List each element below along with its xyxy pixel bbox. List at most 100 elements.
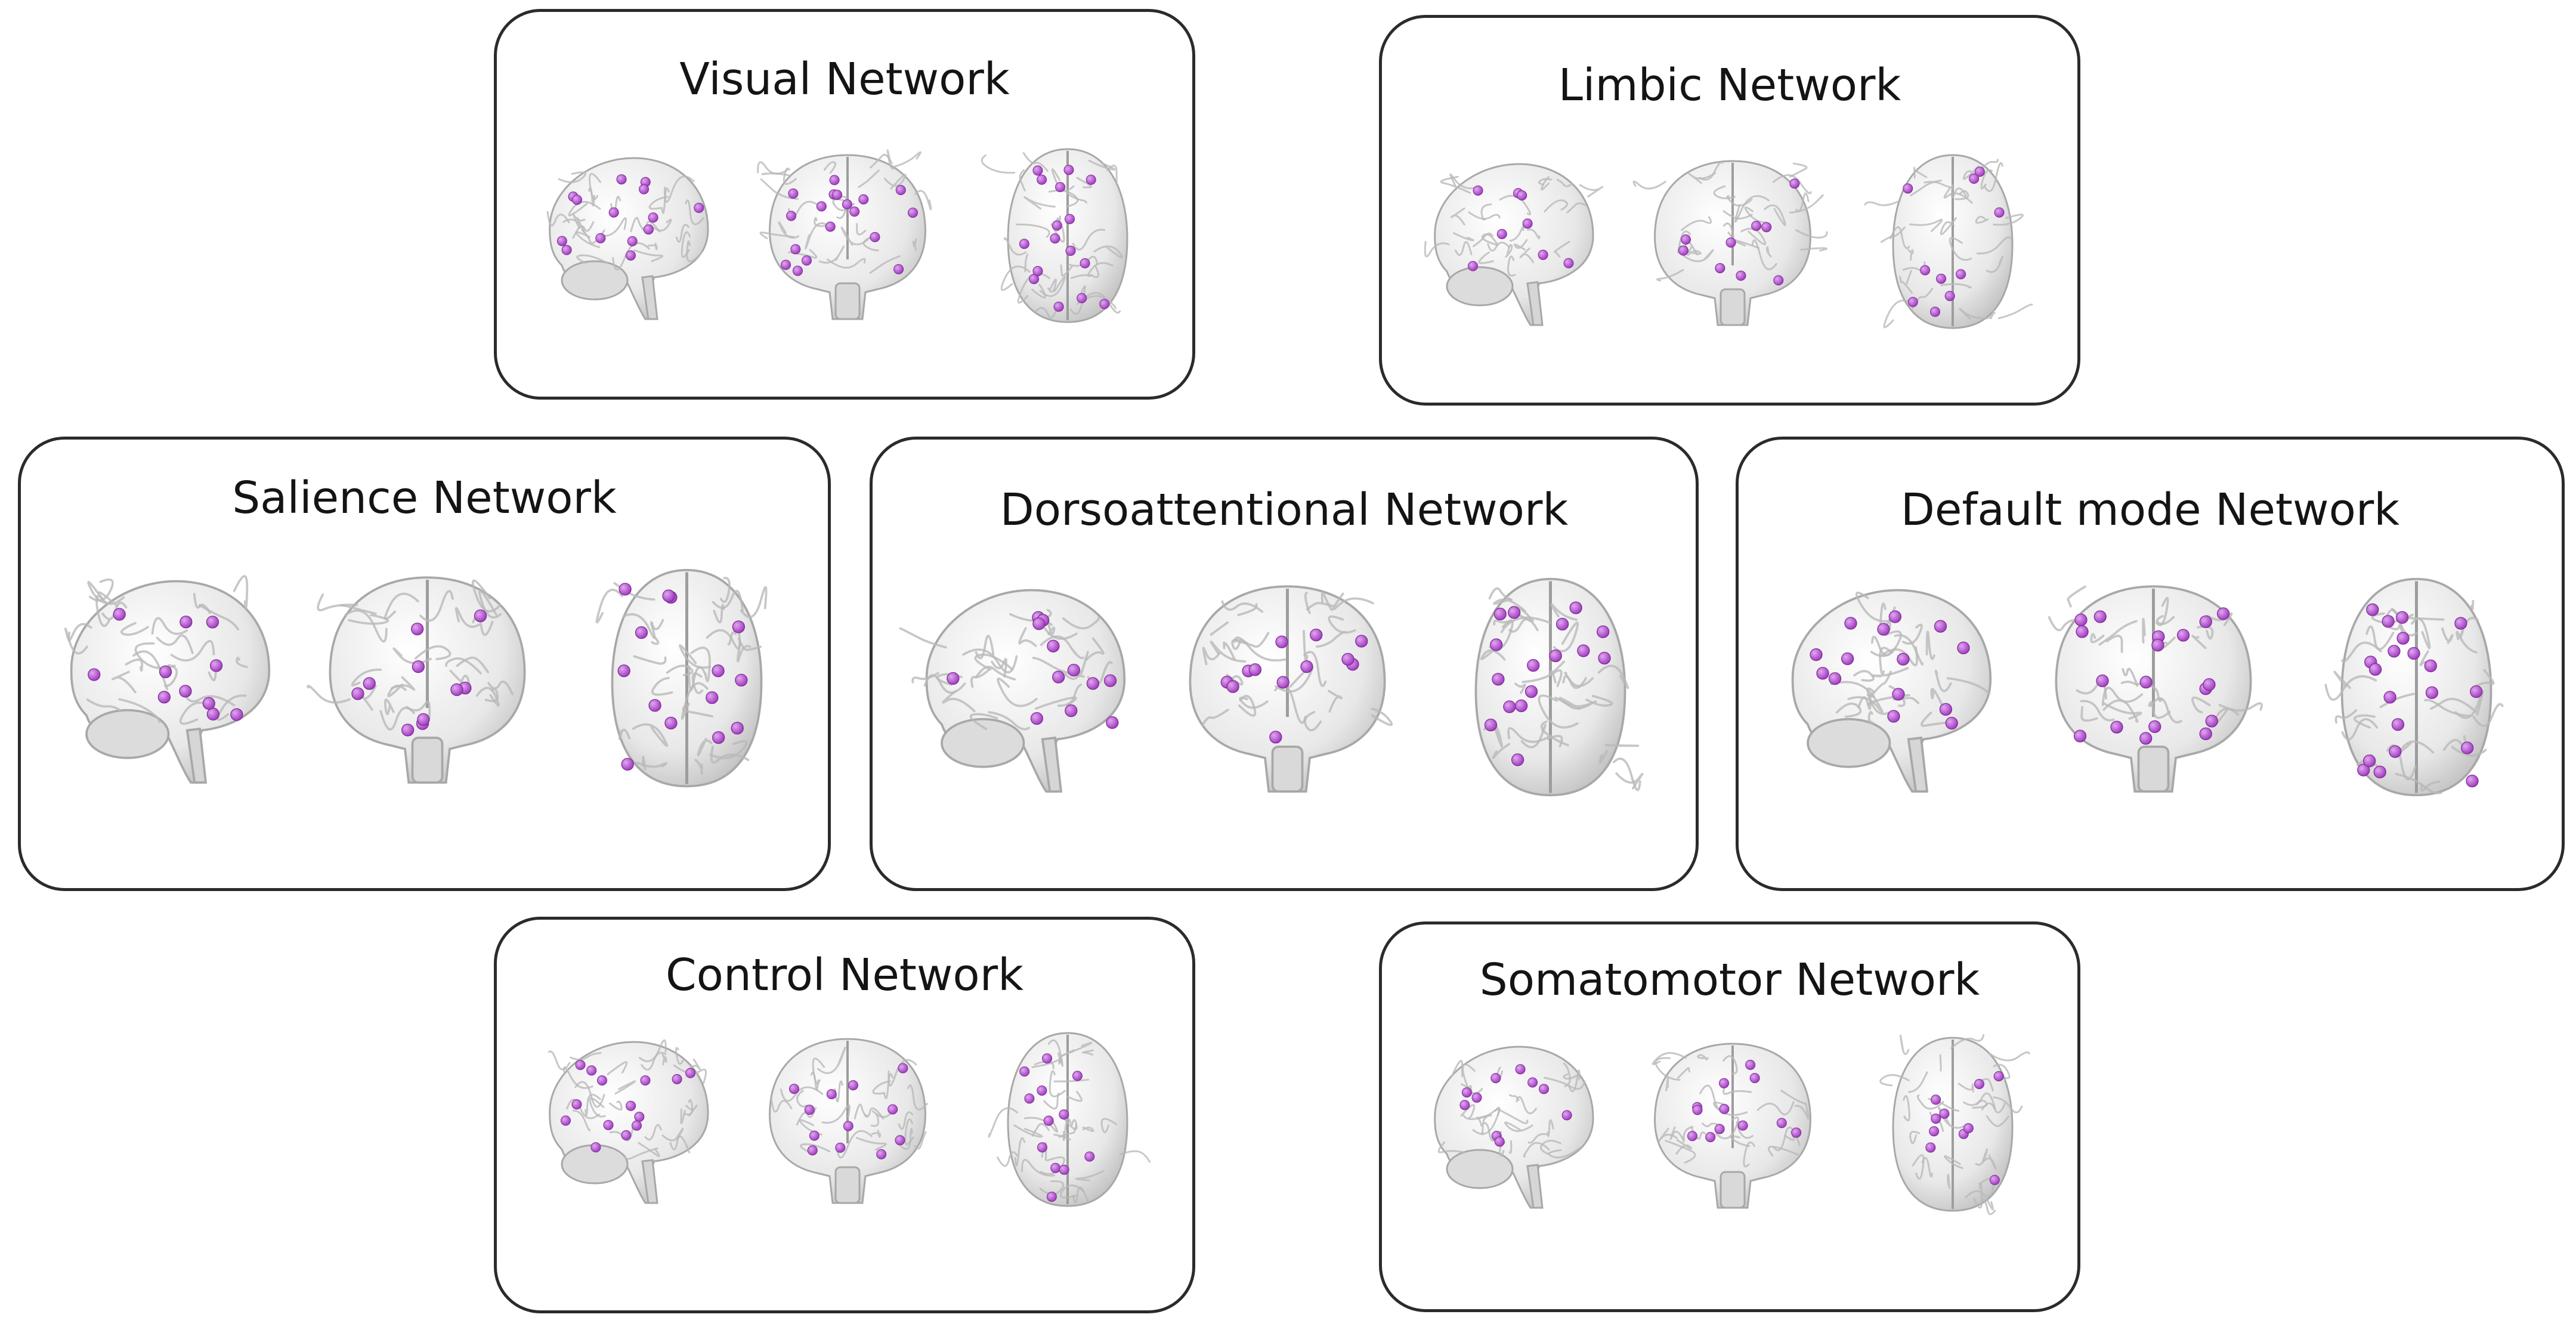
network-node <box>664 716 678 729</box>
network-node <box>1934 620 1947 633</box>
network-node <box>603 1119 614 1130</box>
network-node <box>1903 183 1913 194</box>
network-node <box>643 224 654 235</box>
network-node <box>450 683 463 696</box>
network-node <box>848 1080 858 1091</box>
network-node <box>849 206 860 217</box>
network-node <box>792 265 803 276</box>
network-node <box>1929 1126 1940 1137</box>
network-node <box>2407 647 2420 660</box>
network-node <box>586 1065 597 1076</box>
network-node <box>626 1100 636 1111</box>
network-node <box>1052 220 1062 231</box>
network-node <box>159 665 172 679</box>
network-node <box>1019 1066 1030 1077</box>
network-node <box>561 245 572 255</box>
network-node <box>1087 677 1100 690</box>
network-node <box>634 1112 645 1122</box>
network-node <box>1490 1073 1501 1084</box>
network-node <box>1569 601 1582 614</box>
brain-lateral-view <box>548 1039 709 1204</box>
panel-title: Dorsoattentional Network <box>1000 484 1569 536</box>
network-node <box>1473 185 1483 196</box>
network-node <box>1725 237 1736 248</box>
network-node <box>1524 685 1538 698</box>
network-node <box>807 1145 818 1156</box>
network-node <box>1549 649 1562 663</box>
network-node <box>1024 1093 1035 1104</box>
network-node <box>1341 652 1355 666</box>
network-node <box>1515 1064 1526 1075</box>
network-node <box>2466 774 2479 788</box>
panel-title: Control Network <box>666 950 1023 1001</box>
panel-title: Default mode Network <box>1900 484 2400 536</box>
network-node <box>1877 623 1890 636</box>
network-node <box>1945 716 1959 730</box>
network-node <box>2074 613 2088 627</box>
network-node <box>1761 222 1772 233</box>
network-node <box>571 1099 582 1110</box>
network-node <box>2395 611 2408 624</box>
network-node <box>2396 632 2410 645</box>
network-node <box>351 687 364 700</box>
network-node <box>835 1142 846 1153</box>
brain-lateral-view <box>64 575 270 784</box>
network-node <box>1563 258 1574 268</box>
network-node <box>672 1074 682 1084</box>
network-node <box>2095 674 2109 688</box>
network-node <box>209 659 222 672</box>
brain-frontal-view <box>1652 1043 1811 1209</box>
network-node <box>1956 269 1966 280</box>
network-node <box>575 1060 586 1071</box>
network-node <box>907 208 918 218</box>
network-node <box>1496 228 1507 239</box>
panel-title: Visual Network <box>679 54 1010 105</box>
network-node <box>802 255 812 266</box>
network-node <box>2073 729 2086 743</box>
network-node <box>1494 1136 1505 1147</box>
network-node <box>2365 603 2379 616</box>
network-node <box>804 1105 815 1115</box>
network-node <box>2357 763 2370 777</box>
network-node <box>887 1104 898 1115</box>
network-node <box>705 691 718 704</box>
network-node <box>829 175 840 185</box>
network-node <box>2151 639 2164 652</box>
network-node <box>816 201 827 212</box>
network-node <box>1925 1142 1936 1153</box>
network-node <box>842 199 852 210</box>
network-panel: Control Network <box>494 917 1195 1313</box>
network-node <box>2075 625 2089 638</box>
network-node <box>876 1149 887 1159</box>
network-node <box>411 622 424 636</box>
network-panel: Somatomotor Network <box>1379 921 2080 1312</box>
network-node <box>1538 249 1548 260</box>
network-node <box>625 250 636 261</box>
brain-dorsal-view <box>1474 577 1644 797</box>
network-node <box>1596 625 1610 638</box>
network-node <box>635 626 648 639</box>
network-node <box>1678 245 1689 256</box>
network-node <box>734 673 747 686</box>
network-node <box>1032 266 1043 277</box>
network-node <box>1887 710 1900 723</box>
network-node <box>596 1075 607 1086</box>
network-node <box>1502 700 1516 713</box>
network-node <box>417 713 430 726</box>
network-node <box>2093 610 2107 623</box>
network-node <box>1944 290 1955 301</box>
network-node <box>1514 699 1527 712</box>
network-node <box>621 757 634 771</box>
network-node <box>1019 239 1029 249</box>
network-node <box>661 589 675 602</box>
network-node <box>571 194 582 205</box>
network-node <box>230 708 243 721</box>
network-node <box>2110 720 2123 734</box>
network-node <box>1104 674 1117 687</box>
panel-title: Limbic Network <box>1558 60 1901 111</box>
network-node <box>1086 174 1096 185</box>
network-node <box>1031 712 1044 725</box>
network-node <box>1226 680 1239 693</box>
network-node <box>1050 1162 1061 1173</box>
network-node <box>1099 299 1110 310</box>
